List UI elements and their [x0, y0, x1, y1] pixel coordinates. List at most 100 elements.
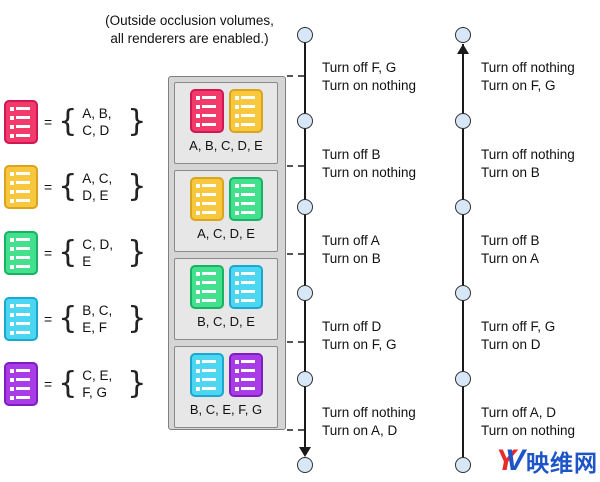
- timeline-node: [455, 113, 471, 129]
- dashed-connector: [287, 253, 304, 255]
- legend-item: = { C, E, F, G }: [4, 359, 146, 409]
- timeline-node: [455, 371, 471, 387]
- open-brace: {: [58, 366, 78, 401]
- turn-on-text: Turn on F, G: [322, 337, 397, 352]
- transition-step: Turn off F, G Turn on D: [481, 318, 555, 354]
- timeline-node: [297, 371, 313, 387]
- occlusion-volume: B, C, E, F, G: [174, 346, 278, 428]
- turn-off-text: Turn off nothing: [481, 147, 575, 162]
- occlusion-volumes-container: A, B, C, D, E A, C, D, E B, C, D, E B, C…: [168, 76, 286, 430]
- timeline-node: [455, 285, 471, 301]
- volume-label: A, B, C, D, E: [189, 138, 263, 153]
- transition-step: Turn off A, D Turn on nothing: [481, 404, 575, 440]
- yivian-logo: Y V 映维网: [491, 442, 598, 480]
- renderer-set: B, C, E, F: [82, 302, 122, 336]
- open-brace: {: [58, 169, 78, 204]
- volume-renderers: [189, 353, 263, 397]
- turn-off-text: Turn off nothing: [322, 405, 416, 420]
- turn-on-text: Turn on nothing: [322, 165, 417, 180]
- transition-step: Turn off nothing Turn on B: [481, 146, 575, 182]
- timeline-node: [455, 27, 471, 43]
- timeline-node: [455, 457, 471, 473]
- volume-label: B, C, D, E: [197, 314, 255, 329]
- equals-sign: =: [44, 311, 53, 327]
- turn-off-text: Turn off F, G: [481, 319, 556, 334]
- pink-list-icon: [189, 89, 224, 133]
- transition-step: Turn off D Turn on F, G: [322, 318, 397, 354]
- turn-off-text: Turn off B: [481, 233, 540, 248]
- green-list-icon: [4, 231, 38, 275]
- turn-on-text: Turn on B: [322, 251, 381, 266]
- timeline-node: [455, 199, 471, 215]
- transition-step: Turn off B Turn on nothing: [322, 146, 416, 182]
- logo-text: 映维网: [526, 450, 598, 476]
- turn-on-text: Turn on B: [481, 165, 540, 180]
- caption-line1: (Outside occlusion volumes,: [105, 13, 274, 28]
- logo-mark-y: Y: [495, 444, 516, 477]
- yellow-list-icon: [228, 89, 263, 133]
- turn-on-text: Turn on F, G: [481, 78, 556, 93]
- timeline-node: [297, 113, 313, 129]
- caption: (Outside occlusion volumes, all renderer…: [92, 12, 287, 48]
- legend-item: = { C, D, E }: [4, 228, 146, 278]
- equals-sign: =: [44, 179, 53, 195]
- set-line: A, B,: [82, 106, 112, 121]
- set-line: C, D: [82, 123, 110, 138]
- logo-mark-v: V: [504, 444, 525, 477]
- set-line: F, G: [82, 385, 108, 400]
- transition-step: Turn off A Turn on B: [322, 232, 381, 268]
- transition-step: Turn off F, G Turn on nothing: [322, 59, 416, 95]
- timeline-node: [297, 27, 313, 43]
- timeline-line-up: [462, 44, 464, 457]
- turn-off-text: Turn off B: [322, 147, 381, 162]
- turn-off-text: Turn off F, G: [322, 60, 397, 75]
- legend-item: = { B, C, E, F }: [4, 294, 146, 344]
- set-line: C, D,: [82, 237, 114, 252]
- set-line: C, E,: [82, 368, 113, 383]
- turn-on-text: Turn on nothing: [322, 78, 417, 93]
- close-brace: }: [127, 169, 147, 204]
- occlusion-volume: A, C, D, E: [174, 170, 278, 252]
- volume-renderers: [189, 177, 263, 221]
- renderer-set: C, D, E: [82, 236, 122, 270]
- dashed-connector: [287, 75, 304, 77]
- transition-step: Turn off nothing Turn on F, G: [481, 59, 575, 95]
- close-brace: }: [127, 104, 147, 139]
- set-line: D, E: [82, 188, 109, 203]
- cyan-list-icon: [4, 297, 38, 341]
- transition-step: Turn off nothing Turn on A, D: [322, 404, 416, 440]
- timeline-node: [297, 457, 313, 473]
- yellow-list-icon: [4, 165, 38, 209]
- open-brace: {: [58, 301, 78, 336]
- renderer-set: A, B, C, D: [82, 105, 122, 139]
- equals-sign: =: [44, 376, 53, 392]
- caption-line2: all renderers are enabled.): [110, 31, 269, 46]
- legend-item: = { A, C, D, E }: [4, 162, 146, 212]
- arrow-down-icon: [299, 447, 311, 457]
- equals-sign: =: [44, 245, 53, 261]
- set-line: A, C,: [82, 171, 113, 186]
- green-list-icon: [228, 177, 263, 221]
- pink-list-icon: [4, 100, 38, 144]
- arrow-up-icon: [457, 44, 469, 54]
- volume-renderers: [189, 265, 263, 309]
- timeline-node: [297, 199, 313, 215]
- equals-sign: =: [44, 114, 53, 130]
- renderer-set: A, C, D, E: [82, 170, 122, 204]
- close-brace: }: [127, 366, 147, 401]
- turn-on-text: Turn on nothing: [481, 423, 576, 438]
- set-line: B, C,: [82, 303, 113, 318]
- cyan-list-icon: [228, 265, 263, 309]
- open-brace: {: [58, 104, 78, 139]
- set-line: E: [82, 254, 92, 269]
- turn-off-text: Turn off D: [322, 319, 382, 334]
- dashed-connector: [287, 165, 304, 167]
- turn-on-text: Turn on D: [481, 337, 541, 352]
- turn-off-text: Turn off A, D: [481, 405, 557, 420]
- volume-renderers: [189, 89, 263, 133]
- transition-step: Turn off B Turn on A: [481, 232, 540, 268]
- open-brace: {: [58, 235, 78, 270]
- timeline-node: [297, 285, 313, 301]
- occlusion-volume: A, B, C, D, E: [174, 82, 278, 164]
